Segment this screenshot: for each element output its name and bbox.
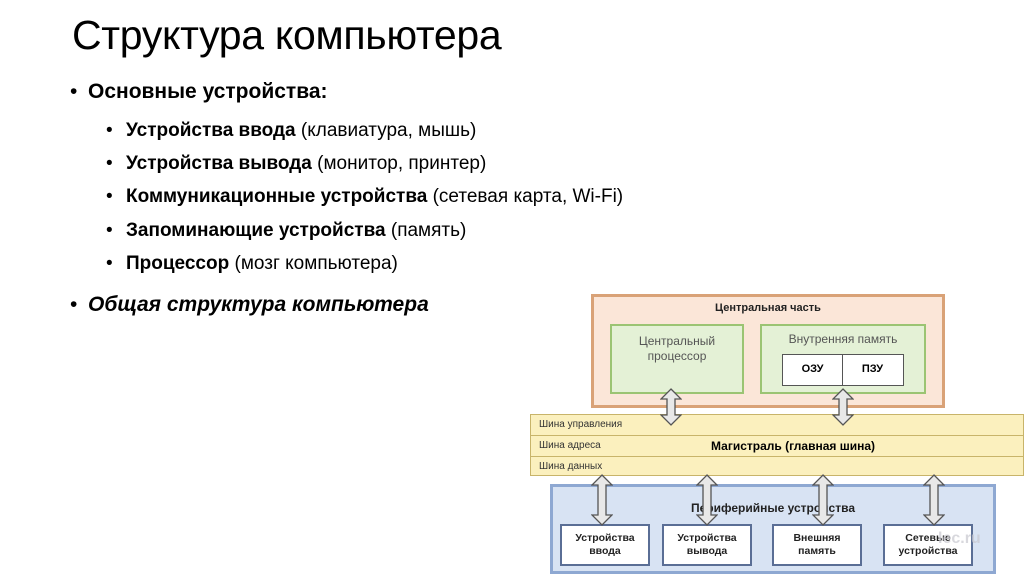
cpu-label-line1: Центральный bbox=[638, 334, 716, 348]
bullet-general-structure: • Общая структура компьютера bbox=[70, 293, 429, 317]
sub-bullet-input-rest: (клавиатура, мышь) bbox=[295, 120, 477, 141]
sub-bullet-storage-rest: (память) bbox=[385, 220, 467, 241]
sub-bullet-input-bold: Устройства ввода bbox=[126, 120, 296, 141]
bus-data-label: Шина данных bbox=[539, 461, 603, 472]
bullet-main-devices: • Основные устройства: bbox=[70, 80, 328, 104]
bus-divider bbox=[531, 456, 1023, 457]
bullet-general-structure-text: Общая структура компьютера bbox=[88, 293, 429, 316]
memory-bus-arrow bbox=[832, 388, 854, 426]
device-network-line2: устройства bbox=[898, 545, 958, 557]
bullet-dot: • bbox=[106, 220, 113, 241]
sub-bullet-cpu-rest: (мозг компьютера) bbox=[229, 253, 398, 274]
bus-output-arrow bbox=[696, 474, 718, 526]
bullet-dot: • bbox=[106, 186, 113, 207]
sub-bullet-comm: • Коммуникационные устройства (сетевая ка… bbox=[106, 186, 623, 208]
cpu-bus-arrow bbox=[660, 388, 682, 426]
device-input-line2: ввода bbox=[589, 545, 621, 557]
device-input-line1: Устройства bbox=[575, 532, 635, 544]
system-bus-box: Шина управления Шина адреса Шина данных … bbox=[530, 414, 1024, 476]
watermark-logo: lec.ru bbox=[938, 530, 981, 547]
bullet-dot: • bbox=[106, 253, 113, 274]
bullet-dot: • bbox=[70, 293, 78, 316]
device-external-memory-line2: память bbox=[798, 545, 836, 557]
bus-divider bbox=[531, 435, 1023, 436]
computer-structure-diagram: Центральная часть Центральный процессор … bbox=[528, 290, 1024, 574]
sub-bullet-output: • Устройства вывода (монитор, принтер) bbox=[106, 153, 486, 175]
sub-bullet-cpu-bold: Процессор bbox=[126, 253, 230, 274]
device-output-line2: вывода bbox=[686, 545, 728, 557]
sub-bullet-comm-rest: (сетевая карта, Wi-Fi) bbox=[427, 186, 624, 207]
bullet-dot: • bbox=[106, 153, 113, 174]
ram-rom-box: ОЗУ ПЗУ bbox=[782, 354, 904, 386]
bus-input-arrow bbox=[591, 474, 613, 526]
internal-memory-label: Внутренняя память bbox=[788, 332, 898, 346]
sub-bullet-output-bold: Устройства вывода bbox=[126, 153, 312, 174]
rom-label: ПЗУ bbox=[861, 363, 884, 375]
ram-rom-divider bbox=[842, 355, 843, 385]
device-external-memory-box: Внешняя память bbox=[772, 524, 862, 566]
cpu-label-line2: процессор bbox=[647, 349, 707, 363]
cpu-box bbox=[610, 324, 744, 394]
device-output-box: Устройства вывода bbox=[662, 524, 752, 566]
bus-network-arrow bbox=[923, 474, 945, 526]
bullet-dot: • bbox=[106, 120, 113, 141]
ram-label: ОЗУ bbox=[801, 363, 824, 375]
device-network-line1: Сетевые bbox=[905, 532, 951, 544]
slide-title: Структура компьютера bbox=[72, 12, 502, 58]
sub-bullet-storage: • Запоминающие устройства (память) bbox=[106, 220, 466, 242]
bus-main-label: Магистраль (главная шина) bbox=[711, 439, 876, 453]
sub-bullet-storage-bold: Запоминающие устройства bbox=[126, 220, 386, 241]
device-input-box: Устройства ввода bbox=[560, 524, 650, 566]
bullet-main-devices-text: Основные устройства: bbox=[88, 80, 328, 103]
bullet-dot: • bbox=[70, 80, 78, 103]
device-network-box: Сетевые устройства bbox=[883, 524, 973, 566]
bus-address-label: Шина адреса bbox=[539, 440, 601, 451]
peripheral-label: Периферийные устройства bbox=[690, 501, 855, 515]
device-external-memory-line1: Внешняя bbox=[793, 532, 841, 544]
sub-bullet-comm-bold: Коммуникационные устройства bbox=[126, 186, 428, 207]
sub-bullet-input: • Устройства ввода (клавиатура, мышь) bbox=[106, 120, 476, 142]
sub-bullet-output-rest: (монитор, принтер) bbox=[311, 153, 487, 174]
sub-bullet-cpu: • Процессор (мозг компьютера) bbox=[106, 253, 398, 275]
device-output-line1: Устройства bbox=[677, 532, 737, 544]
central-part-label: Центральная часть bbox=[715, 302, 821, 314]
bus-external-memory-arrow bbox=[812, 474, 834, 526]
bus-control-label: Шина управления bbox=[539, 419, 623, 430]
